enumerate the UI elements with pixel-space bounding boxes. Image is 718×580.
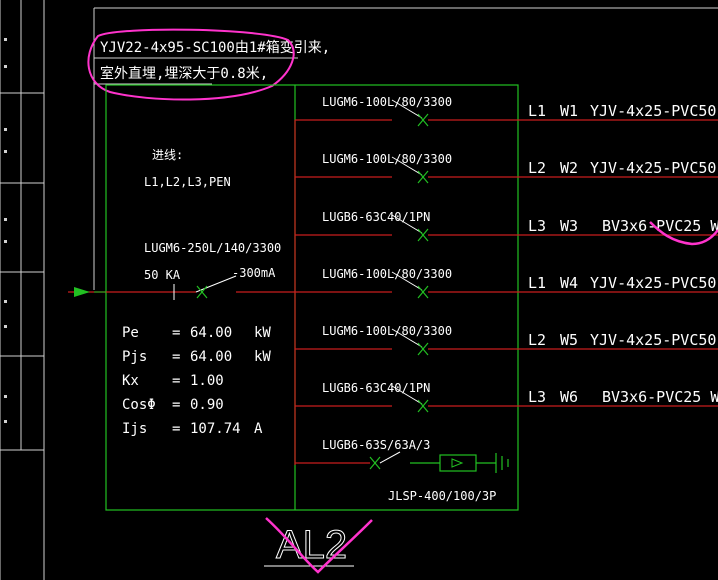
circuit-breaker-blade xyxy=(391,328,423,348)
param-eq: = xyxy=(172,325,180,341)
incoming-title: 进线: xyxy=(152,148,183,162)
circuit-breaker-blade xyxy=(391,99,423,119)
circuit-breaker-blade xyxy=(391,156,423,176)
circuit-breaker-label: LUGB6-63C40/1PN xyxy=(322,381,430,395)
circuit-breaker-x-icon xyxy=(417,113,429,127)
circuit-cable: YJV-4x25-PVC50 WC xyxy=(590,102,718,120)
circuit-cable: BV3x6-PVC25 WC C xyxy=(602,217,718,235)
header-line-1: YJV22-4x95-SC100由1#箱变引来, xyxy=(100,40,330,56)
circuit-breaker-x-icon xyxy=(417,228,429,242)
param-unit: A xyxy=(254,421,263,437)
spd-breaker-label: LUGB6-63S/63A/3 xyxy=(322,438,430,452)
circuit-breaker-x-icon xyxy=(417,170,429,184)
ground-icon xyxy=(495,453,509,473)
circuit-cable: YJV-4x25-PVC50 WC xyxy=(590,159,718,177)
circuit-breaker-label: LUGB6-63C40/1PN xyxy=(322,210,430,224)
panel-label: AL2 xyxy=(276,523,347,567)
circuit-number: W2 xyxy=(560,159,578,177)
param-name: Pjs xyxy=(122,349,147,365)
circuit-breaker-blade xyxy=(391,385,423,405)
param-eq: = xyxy=(172,373,180,389)
circuit-number: W1 xyxy=(560,102,578,120)
param-name: Pe xyxy=(122,325,139,341)
panel-box xyxy=(105,84,519,511)
circuit-phase: L2 xyxy=(528,159,546,177)
incoming-breaker-model: LUGM6-250L/140/3300 xyxy=(144,241,281,255)
param-name: Ijs xyxy=(122,421,147,437)
incoming-breaker-x-icon xyxy=(196,285,208,299)
circuit-breaker-blade xyxy=(391,214,423,234)
circuit-phase: L2 xyxy=(528,331,546,349)
circuit-breaker-x-icon xyxy=(417,399,429,413)
circuit-cable: BV3x6-PVC25 WC C xyxy=(602,388,718,406)
incoming-arrow-icon xyxy=(74,287,90,297)
param-value: 0.90 xyxy=(190,397,224,413)
param-name: CosΦ xyxy=(122,397,156,413)
circuit-number: W3 xyxy=(560,217,578,235)
title-block-marks xyxy=(4,38,7,423)
spd-arrow-icon xyxy=(451,458,464,468)
circuit-breaker-label: LUGM6-100L/80/3300 xyxy=(322,267,452,281)
circuit-phase: L3 xyxy=(528,217,546,235)
incoming-leakage: -300mA xyxy=(232,266,276,280)
param-value: 1.00 xyxy=(190,373,224,389)
circuit-breaker-blade xyxy=(391,271,423,291)
spd-device-icon xyxy=(439,454,477,472)
spd-breaker-x-icon xyxy=(369,456,381,470)
circuit-breaker-x-icon xyxy=(417,342,429,356)
circuit-phase: L1 xyxy=(528,102,546,120)
circuit-breaker-label: LUGM6-100L/80/3300 xyxy=(322,324,452,338)
param-name: Kx xyxy=(122,373,139,389)
title-block-strip xyxy=(0,0,45,580)
param-unit: kW xyxy=(254,349,271,365)
highlight-underline-w3 xyxy=(649,221,718,246)
circuit-cable: YJV-4x25-PVC50 WC xyxy=(590,331,718,349)
spd-model-label: JLSP-400/100/3P xyxy=(388,489,496,503)
parameters-table: Pe = 64.00 kW Pjs = 64.00 kW Kx = 1.00 C… xyxy=(122,325,271,437)
header-line-2: 室外直埋,埋深大于0.8米, xyxy=(100,65,268,82)
param-unit: kW xyxy=(254,325,271,341)
param-value: 64.00 xyxy=(190,325,232,341)
param-eq: = xyxy=(172,421,180,437)
incoming-breaker-capacity: 50 KA xyxy=(144,268,181,282)
param-eq: = xyxy=(172,397,180,413)
circuit-breaker-x-icon xyxy=(417,285,429,299)
param-eq: = xyxy=(172,349,180,365)
circuit-number: W4 xyxy=(560,274,578,292)
circuit-phase: L1 xyxy=(528,274,546,292)
param-value: 107.74 xyxy=(190,421,241,437)
param-value: 64.00 xyxy=(190,349,232,365)
incoming-phases: L1,L2,L3,PEN xyxy=(144,175,231,189)
incoming-breaker-blade xyxy=(195,275,237,293)
highlight-check-mark xyxy=(265,517,373,574)
circuit-breaker-label: LUGM6-100L/80/3300 xyxy=(322,152,452,166)
highlight-ellipse xyxy=(87,28,295,101)
circuit-number: W6 xyxy=(560,388,578,406)
circuit-number: W5 xyxy=(560,331,578,349)
spd-breaker-blade xyxy=(379,451,401,464)
circuit-cable: YJV-4x25-PVC50 WC xyxy=(590,274,718,292)
circuit-breaker-label: LUGM6-100L/80/3300 xyxy=(322,95,452,109)
circuit-phase: L3 xyxy=(528,388,546,406)
